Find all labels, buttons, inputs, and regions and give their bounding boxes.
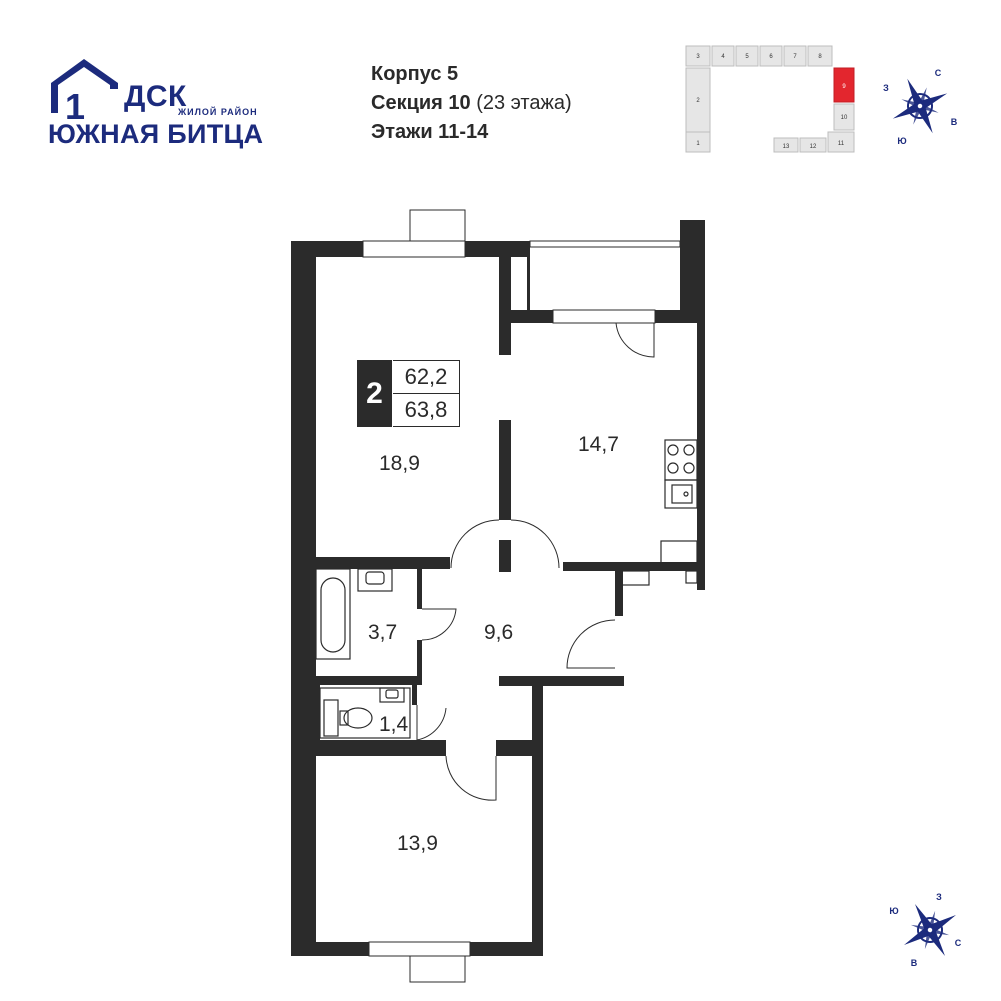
brand-logo: 1 ДСК ЖИЛОЙ РАЙОН ЮЖНАЯ БИТЦА	[48, 55, 283, 155]
stove-icon	[664, 439, 698, 481]
sink-icon	[664, 479, 698, 509]
logo-text: ДСК	[124, 80, 187, 113]
room-area-label: 18,9	[379, 452, 420, 475]
room-area-label: 14,7	[578, 433, 619, 456]
key-label: 9	[842, 84, 846, 90]
corpus-label: Корпус 5	[371, 63, 459, 85]
house-icon	[51, 59, 118, 113]
room-area-label: 9,6	[484, 621, 514, 644]
compass-icon: С Ю З В	[883, 68, 958, 146]
compass-icon: З В Ю С	[889, 892, 962, 968]
key-label: 13	[783, 144, 790, 150]
section-line: Секция 10 (23 этажа)	[371, 89, 572, 118]
room-area-label: 3,7	[368, 621, 398, 644]
svg-text:З: З	[936, 892, 942, 902]
key-label: 12	[810, 144, 817, 150]
key-label: 3	[696, 54, 700, 60]
key-label: 4	[721, 54, 725, 60]
svg-text:В: В	[951, 117, 958, 127]
key-label: 6	[769, 54, 773, 60]
washbasin-icon	[357, 568, 393, 592]
svg-text:З: З	[883, 83, 889, 93]
key-label: 2	[696, 98, 700, 104]
key-label: 7	[793, 54, 797, 60]
logo-subtitle: ЖИЛОЙ РАЙОН	[178, 107, 258, 117]
building-info: Корпус 5 Секция 10 (23 этажа) Этажи 11-1…	[371, 60, 572, 147]
section-floors: (23 этажа)	[476, 92, 572, 114]
fridge-icon	[620, 540, 698, 586]
key-label: 8	[818, 54, 822, 60]
svg-text:С: С	[955, 938, 962, 948]
svg-text:Ю: Ю	[897, 136, 906, 146]
apartment-badge: 2 62,2 63,8	[357, 360, 461, 427]
key-label: 11	[838, 141, 845, 147]
total-area: 63,8	[393, 393, 460, 427]
logo-name: ЮЖНАЯ БИТЦА	[48, 119, 264, 149]
key-label: 1	[696, 141, 700, 147]
room-area-label: 1,4	[379, 713, 409, 736]
svg-text:Ю: Ю	[889, 906, 898, 916]
key-label: 5	[745, 54, 749, 60]
walls	[291, 220, 705, 956]
key-plan: 1 2 3 4 5 6 7 8 9 10 11 12 13	[685, 45, 855, 153]
room-area-label: 13,9	[397, 832, 438, 855]
floors-label: Этажи 11-14	[371, 121, 489, 143]
logo-number: 1	[65, 86, 86, 127]
svg-text:В: В	[911, 958, 918, 968]
key-label: 10	[841, 115, 848, 121]
rooms-count: 2	[357, 360, 392, 427]
bathtub-icon	[315, 568, 351, 660]
toilet-icon	[319, 687, 411, 739]
living-area: 62,2	[393, 360, 460, 394]
doors	[416, 322, 655, 801]
svg-text:С: С	[935, 68, 942, 78]
section-label: Секция 10	[371, 92, 471, 114]
key-section-highlight	[833, 67, 855, 103]
